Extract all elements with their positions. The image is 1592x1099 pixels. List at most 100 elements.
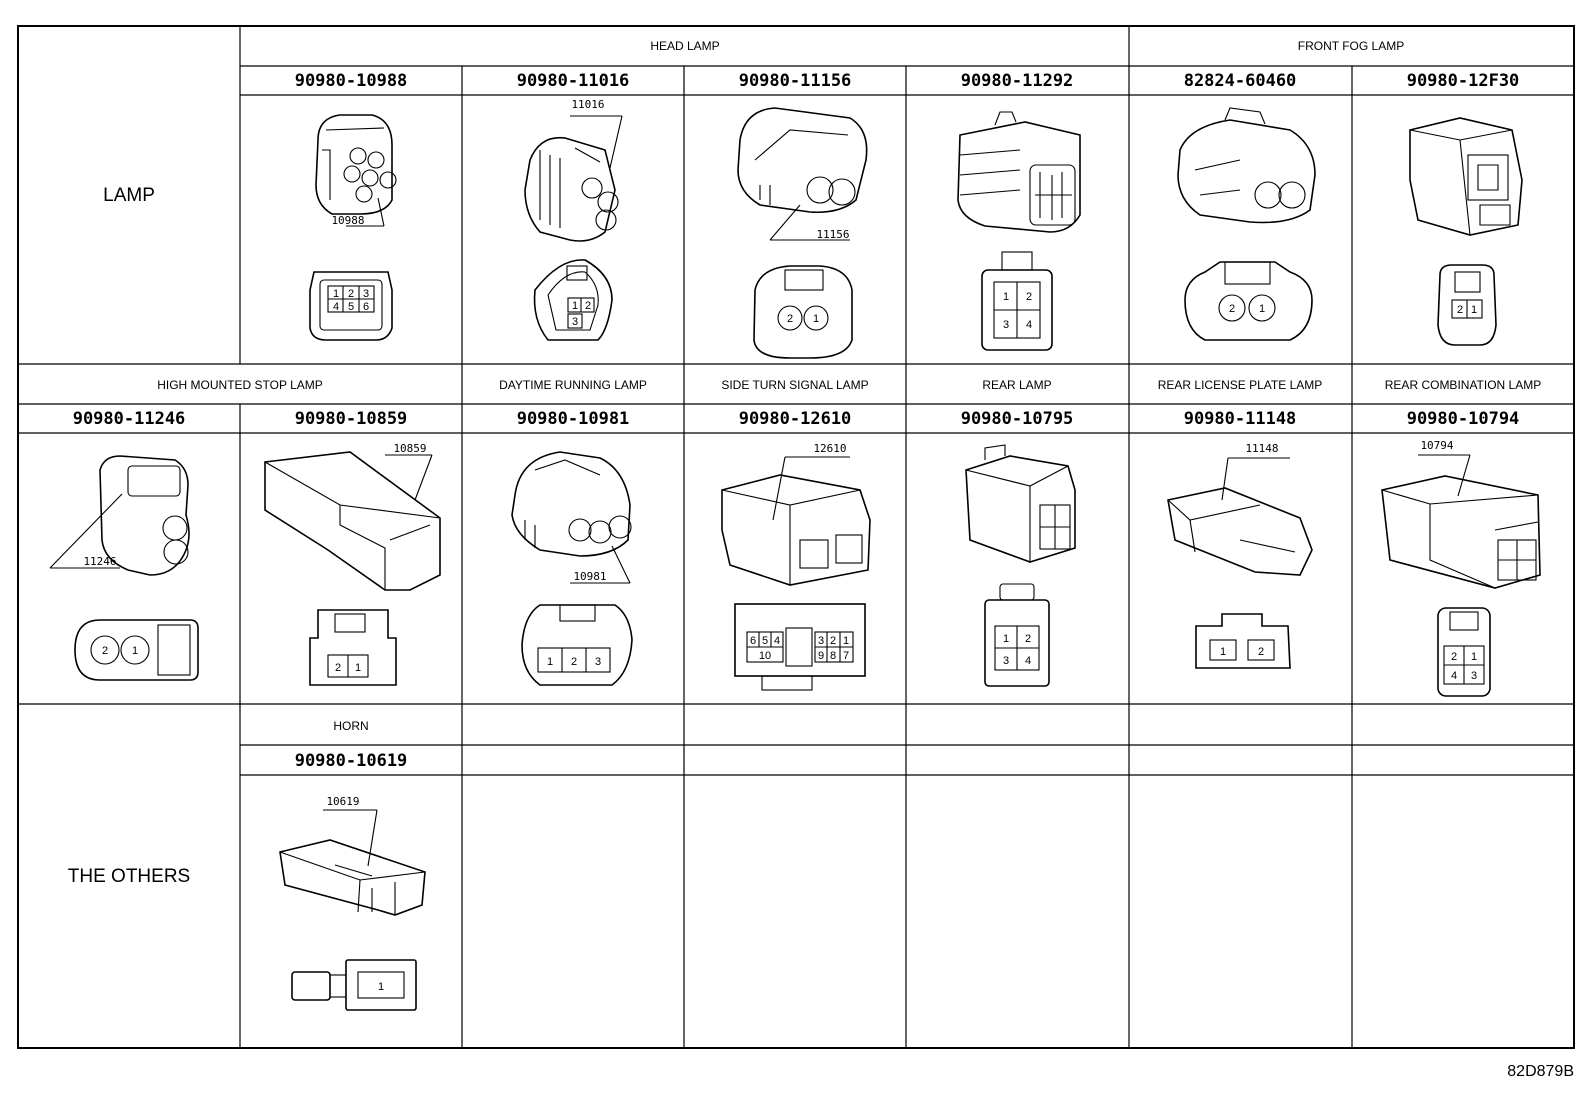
pin-label: 4 <box>1025 655 1031 667</box>
connector-90980-11156: 11156 2 1 <box>737 107 868 359</box>
pin-label: 1 <box>378 981 384 993</box>
callout-label: 10619 <box>326 795 359 808</box>
connector-90980-10988: 10988 1 2 3 4 5 6 <box>309 114 397 341</box>
pin-label: 1 <box>1003 633 1009 645</box>
connector-illustration: 12610 <box>721 442 871 586</box>
pin-label: 3 <box>1003 655 1009 667</box>
pin-label: 4 <box>774 635 780 647</box>
pin-label: 9 <box>818 650 824 662</box>
connector-90980-10859: 10859 2 1 <box>264 442 441 686</box>
group-head-lamp: HEAD LAMP <box>650 39 719 53</box>
pin-label: 2 <box>1258 646 1264 658</box>
callout-label: 10981 <box>573 570 606 583</box>
pin-label: 2 <box>1229 303 1235 315</box>
group-rear-lamp: REAR LAMP <box>982 378 1051 392</box>
figure-id: 82D879B <box>1507 1063 1574 1080</box>
pin-label: 8 <box>830 650 836 662</box>
pin-label: 2 <box>585 300 591 312</box>
category-lamp: LAMP <box>103 185 155 206</box>
connector-illustration: 10981 <box>511 451 632 584</box>
pin-label: 4 <box>333 301 339 313</box>
group-daytime-running-lamp: DAYTIME RUNNING LAMP <box>499 378 647 392</box>
callout-label: 12610 <box>813 442 846 455</box>
connector-illustration <box>957 111 1081 233</box>
connector-90980-10619: 10619 1 <box>279 795 426 1011</box>
category-the-others: THE OTHERS <box>68 866 190 887</box>
callout-label: 11246 <box>83 555 116 568</box>
part-number: 90980-11156 <box>739 71 852 91</box>
callout-label: 11156 <box>816 228 849 241</box>
connector-90980-11246: 11246 2 1 <box>49 455 199 681</box>
pin-face: 2 1 4 3 <box>1437 607 1491 697</box>
pin-face: 2 1 <box>753 265 853 359</box>
callout-label: 10988 <box>331 214 364 227</box>
connector-90980-12610: 12610 6 5 4 3 2 1 10 9 8 7 <box>721 442 871 691</box>
connector-illustration: 10794 <box>1381 439 1541 589</box>
pin-label: 3 <box>818 635 824 647</box>
part-number: 90980-11016 <box>517 71 630 91</box>
pin-label: 2 <box>1451 651 1457 663</box>
pin-face: 2 1 <box>74 619 199 681</box>
callout-label: 10859 <box>393 442 426 455</box>
part-number: 90980-12F30 <box>1407 71 1520 91</box>
pin-label: 3 <box>1003 319 1009 331</box>
pin-label: 7 <box>843 650 849 662</box>
connector-illustration <box>1409 117 1523 236</box>
pin-label: 1 <box>355 662 361 674</box>
connector-illustration: 11148 <box>1167 442 1313 576</box>
connector-illustration: 10619 <box>279 795 426 916</box>
pin-label: 1 <box>1471 651 1477 663</box>
table-grid <box>17 25 1575 1049</box>
table-border <box>17 25 1575 1049</box>
pin-label: 5 <box>762 635 768 647</box>
pin-label: 2 <box>830 635 836 647</box>
connector-90980-12F30: 2 1 <box>1409 117 1523 346</box>
pin-label: 2 <box>571 656 577 668</box>
connector-illustration: 11156 <box>737 107 868 241</box>
group-rear-license-plate-lamp: REAR LICENSE PLATE LAMP <box>1158 378 1323 392</box>
callout-label: 11016 <box>571 98 604 111</box>
pin-label: 10 <box>759 650 771 662</box>
connector-90980-10981: 10981 1 2 3 <box>511 451 633 686</box>
pin-face: 1 2 3 4 5 6 <box>309 271 393 341</box>
pin-label: 2 <box>1026 291 1032 303</box>
group-rear-combination-lamp: REAR COMBINATION LAMP <box>1385 378 1541 392</box>
pin-face: 1 2 <box>1195 613 1291 669</box>
part-number: 90980-12610 <box>739 409 852 429</box>
callout-label: 11148 <box>1245 442 1278 455</box>
pin-label: 2 <box>102 645 108 657</box>
pin-label: 2 <box>787 313 793 325</box>
connector-illustration: 11016 <box>524 98 623 242</box>
pin-label: 2 <box>335 662 341 674</box>
connector-90980-11016: 11016 1 2 3 <box>524 98 623 341</box>
connector-illustration <box>1177 107 1316 224</box>
part-number: 90980-10795 <box>961 409 1074 429</box>
pin-face: 1 <box>291 959 417 1011</box>
pin-label: 4 <box>1026 319 1032 331</box>
pin-label: 2 <box>348 288 354 300</box>
pin-face: 2 1 <box>1184 261 1313 341</box>
pin-label: 1 <box>843 635 849 647</box>
part-number: 82824-60460 <box>1184 71 1297 91</box>
part-number: 90980-11148 <box>1184 409 1297 429</box>
group-high-mounted-stop-lamp: HIGH MOUNTED STOP LAMP <box>157 378 323 392</box>
pin-label: 2 <box>1025 633 1031 645</box>
pin-label: 1 <box>547 656 553 668</box>
pin-label: 1 <box>813 313 819 325</box>
connector-illustration: 11246 <box>49 455 190 576</box>
group-horn: HORN <box>333 719 368 733</box>
connector-90980-10794: 10794 2 1 4 3 <box>1381 439 1541 697</box>
pin-face: 6 5 4 3 2 1 10 9 8 7 <box>734 603 866 691</box>
column-dividers <box>239 26 1353 1048</box>
group-side-turn-signal-lamp: SIDE TURN SIGNAL LAMP <box>721 378 868 392</box>
callout-label: 10794 <box>1420 439 1453 452</box>
pin-label: 2 <box>1457 304 1463 316</box>
group-front-fog-lamp: FRONT FOG LAMP <box>1298 39 1404 53</box>
pin-label: 5 <box>348 301 354 313</box>
part-number: 90980-10859 <box>295 409 408 429</box>
part-numbers: 90980-10988 90980-11016 90980-11156 9098… <box>73 71 1520 771</box>
pin-label: 1 <box>572 300 578 312</box>
pin-label: 1 <box>132 645 138 657</box>
connector-90980-11292: 1 2 3 4 <box>957 111 1081 351</box>
part-number: 90980-10619 <box>295 751 408 771</box>
